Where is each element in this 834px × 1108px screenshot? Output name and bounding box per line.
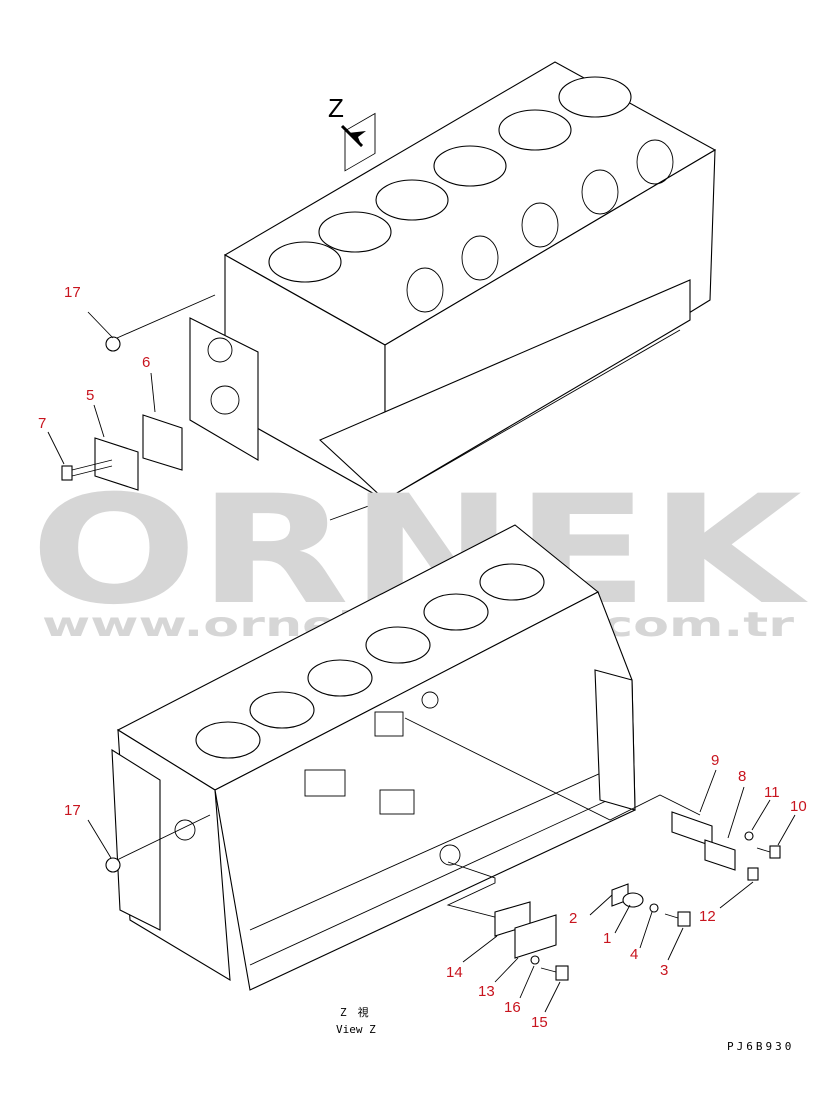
washer-16 bbox=[530, 955, 540, 965]
cover-1 bbox=[622, 892, 644, 908]
lower-engine-block bbox=[111, 524, 636, 991]
callout-17-top: 17 bbox=[64, 284, 81, 301]
callout-numbers: 17 6 5 7 9 8 11 10 17 2 1 4 3 12 14 13 1… bbox=[38, 284, 807, 1031]
callout-1: 1 bbox=[603, 930, 611, 947]
callout-14: 14 bbox=[446, 964, 463, 981]
view-z-marker: Z bbox=[328, 93, 366, 148]
callout-10: 10 bbox=[790, 798, 807, 815]
callout-13: 13 bbox=[478, 983, 495, 1000]
plug-17-bottom bbox=[105, 857, 121, 873]
cover-plate-5 bbox=[94, 437, 139, 491]
lower-parts bbox=[105, 811, 781, 981]
upper-engine-block bbox=[189, 61, 717, 521]
cover-8 bbox=[704, 839, 736, 871]
callout-3: 3 bbox=[660, 962, 668, 979]
drawing-code: PJ6B930 bbox=[727, 1040, 794, 1053]
upper-parts bbox=[61, 294, 216, 491]
bolt-10 bbox=[756, 845, 781, 859]
plug-17-top bbox=[105, 336, 121, 352]
callout-9: 9 bbox=[711, 752, 719, 769]
callout-7: 7 bbox=[38, 415, 46, 432]
callout-11: 11 bbox=[764, 784, 780, 801]
caption-view-en: View Z bbox=[336, 1023, 376, 1036]
lower-leaders bbox=[116, 717, 701, 931]
callout-17-bottom: 17 bbox=[64, 802, 81, 819]
view-z-letter: Z bbox=[328, 93, 344, 123]
washer-4 bbox=[649, 903, 659, 913]
callout-15: 15 bbox=[531, 1014, 548, 1031]
bolt-3 bbox=[664, 911, 691, 927]
cover-13 bbox=[514, 914, 557, 959]
washer-11 bbox=[744, 831, 754, 841]
bolt-7 bbox=[61, 459, 113, 481]
gasket-6 bbox=[142, 414, 183, 471]
callout-5: 5 bbox=[86, 387, 94, 404]
callout-4: 4 bbox=[630, 946, 638, 963]
bolt-15 bbox=[540, 965, 569, 981]
callout-2: 2 bbox=[569, 910, 577, 927]
callout-12: 12 bbox=[699, 908, 716, 925]
callout-16: 16 bbox=[504, 999, 521, 1016]
callout-8: 8 bbox=[738, 768, 746, 785]
callout-leaders bbox=[47, 311, 796, 1013]
caption-view-jp: Z 視 bbox=[340, 1005, 369, 1019]
bolt-12 bbox=[747, 867, 759, 881]
callout-6: 6 bbox=[142, 354, 150, 371]
